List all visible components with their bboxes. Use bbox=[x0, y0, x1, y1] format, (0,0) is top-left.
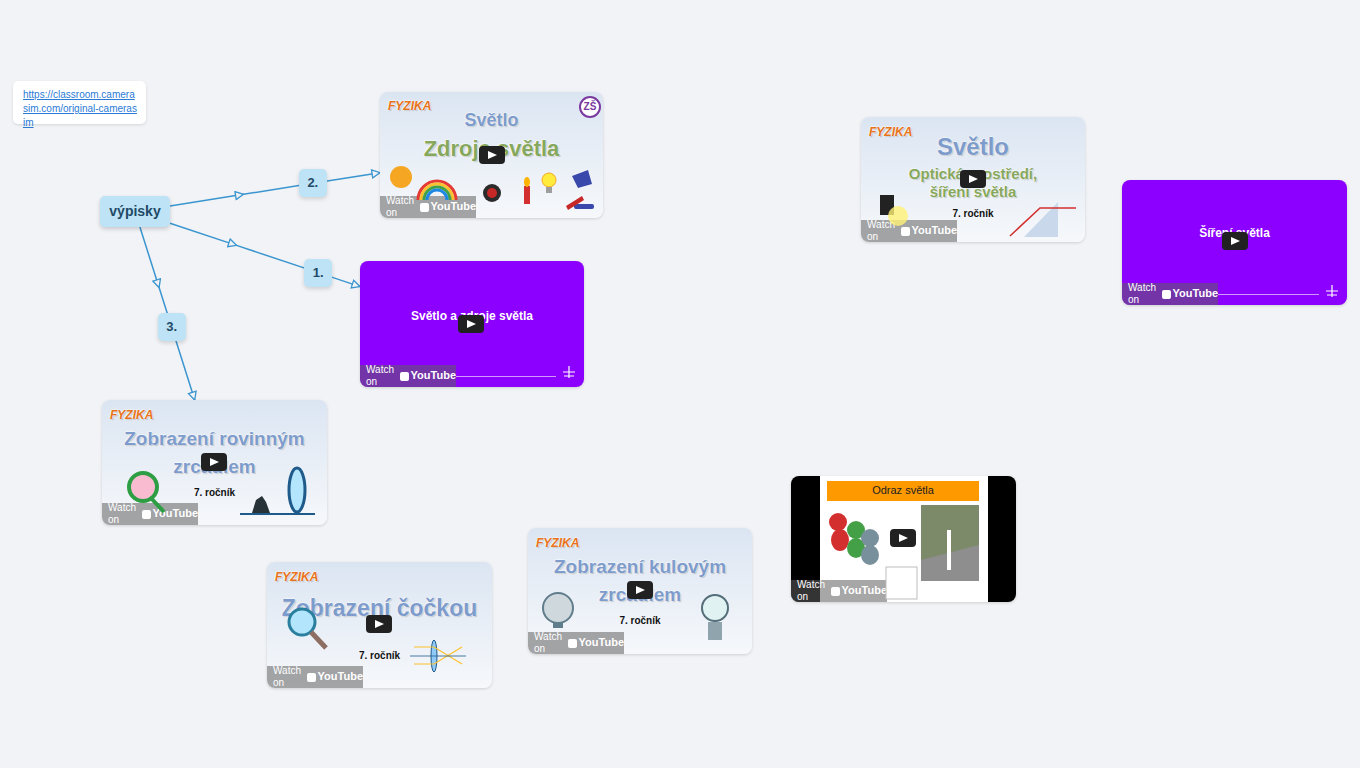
video-card: Světlo a zdroje světlaWatch on YouTube bbox=[360, 261, 584, 387]
progress-line bbox=[1218, 294, 1319, 295]
watch-on-text: Watch on bbox=[366, 364, 395, 387]
video-title: Světlo a zdroje světla bbox=[360, 309, 584, 323]
video-card: Šíření světlaWatch on YouTube bbox=[1122, 180, 1347, 305]
watch-bar: Watch on YouTube bbox=[528, 632, 624, 654]
school-badge: ZŠ bbox=[579, 96, 601, 118]
youtube-icon bbox=[400, 372, 409, 381]
step-number: 3. bbox=[158, 313, 186, 341]
watch-bar: Watch on YouTube bbox=[861, 220, 957, 242]
youtube-text: YouTube bbox=[579, 636, 624, 649]
video-card: FYZIKA Zobrazení čočkou 7. ročníkWatch on Y… bbox=[267, 562, 492, 688]
watch-on-text: Watch on bbox=[534, 631, 563, 654]
youtube-icon bbox=[1162, 290, 1171, 299]
video-title: Šíření světla bbox=[1122, 226, 1347, 240]
step-number: 2. bbox=[299, 169, 327, 197]
url-link: https://classroom.camerasim.com/original… bbox=[23, 88, 139, 130]
youtube-text: YouTube bbox=[411, 369, 456, 382]
video-subtitle: Optická prostředí, šíření světla bbox=[888, 165, 1058, 201]
watch-on-text: Watch on bbox=[386, 195, 415, 218]
series-label: FYZIKA bbox=[275, 570, 355, 584]
video-card: FYZIKASvětloOptická prostředí, šíření sv… bbox=[861, 117, 1085, 242]
watch-on-text: Watch on bbox=[797, 579, 826, 602]
grade-label: 7. ročník bbox=[528, 615, 752, 627]
video-card: Odraz světlaWatch on YouTube bbox=[791, 476, 1016, 602]
topic-title: výpisky bbox=[100, 203, 170, 220]
video-title: Zobrazení kulovým zrcadlem bbox=[538, 553, 742, 608]
watch-on-text: Watch on bbox=[108, 502, 137, 525]
watch-bar: Watch on YouTube bbox=[380, 196, 476, 218]
watch-bar: Watch on YouTube bbox=[267, 666, 363, 688]
connector-arrow bbox=[170, 223, 360, 286]
youtube-icon bbox=[568, 639, 577, 648]
grade-label: 7. ročník bbox=[102, 487, 327, 499]
grade-label: 7. ročník bbox=[359, 650, 419, 662]
watch-on-text: Watch on bbox=[867, 219, 896, 242]
youtube-icon bbox=[307, 673, 316, 682]
progress-line bbox=[456, 376, 556, 377]
series-label: FYZIKA bbox=[388, 99, 468, 113]
video-subtitle: Zdroje světla bbox=[380, 136, 603, 162]
youtube-text: YouTube bbox=[842, 584, 887, 597]
youtube-icon bbox=[901, 227, 910, 236]
watch-on-text: Watch on bbox=[1128, 282, 1157, 305]
watch-on-text: Watch on bbox=[273, 665, 302, 688]
watch-bar: Watch on YouTube bbox=[360, 365, 456, 387]
youtube-icon bbox=[831, 587, 840, 596]
step-number: 1. bbox=[304, 259, 332, 287]
video-title: Zobrazení čočkou bbox=[267, 595, 492, 623]
watch-bar: Watch on YouTube bbox=[1122, 283, 1218, 305]
topic-node: výpisky bbox=[100, 196, 170, 227]
youtube-text: YouTube bbox=[431, 200, 476, 213]
slide-title: Odraz světla bbox=[827, 481, 979, 501]
watch-bar: Watch on YouTube bbox=[102, 503, 198, 525]
video-title: Zobrazení rovinným zrcadlem bbox=[107, 425, 322, 480]
grade-label: 7. ročník bbox=[861, 208, 1085, 220]
youtube-text: YouTube bbox=[318, 670, 363, 683]
youtube-icon bbox=[142, 510, 151, 519]
video-card: FYZIKA Zobrazení rovinným zrcadlem 7. ročn… bbox=[102, 400, 327, 525]
video-title: Světlo bbox=[861, 133, 1085, 162]
series-label: FYZIKA bbox=[536, 536, 616, 550]
series-label: FYZIKA bbox=[110, 408, 190, 422]
video-card: FYZIKA Zobrazení kulovým zrcadlem 7. roční… bbox=[528, 528, 752, 654]
video-card: FYZIKASvětloZdroje světla ZŠ Watch on YouTu… bbox=[380, 92, 603, 218]
youtube-icon bbox=[420, 203, 429, 212]
watch-bar: Watch on YouTube bbox=[791, 580, 887, 602]
connector-arrow bbox=[170, 173, 380, 206]
youtube-text: YouTube bbox=[912, 224, 957, 237]
video-title: Světlo bbox=[380, 110, 603, 132]
connector-arrow bbox=[140, 227, 195, 400]
link-card: https://classroom.camerasim.com/original… bbox=[13, 81, 146, 124]
youtube-text: YouTube bbox=[1173, 287, 1218, 300]
youtube-text: YouTube bbox=[153, 507, 198, 520]
